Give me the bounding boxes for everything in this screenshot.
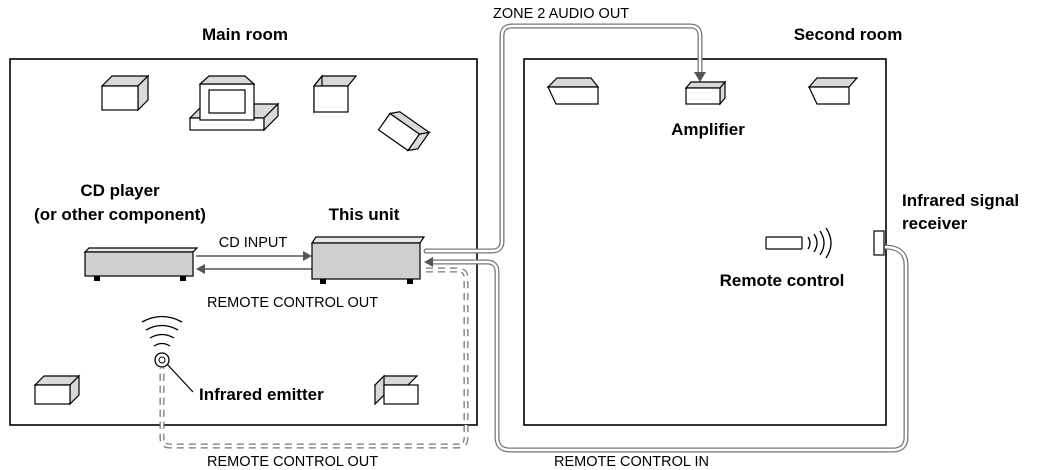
- amplifier-label: Amplifier: [671, 120, 745, 139]
- main-rear-left-speaker: [33, 374, 81, 406]
- main-subwoofer-speaker: [377, 111, 431, 152]
- main-rear-right-speaker: [373, 374, 419, 406]
- zone2-audio-cable: [423, 23, 706, 254]
- second-right-speaker: [807, 77, 859, 105]
- this-unit-icon: [310, 236, 426, 284]
- remote-control-out-bottom-label: REMOTE CONTROL OUT: [207, 454, 378, 470]
- tv-icon: [188, 75, 280, 132]
- remote-control-icon: [765, 227, 832, 259]
- cd-player-icon: [83, 247, 199, 281]
- zone2-audio-out-label: ZONE 2 AUDIO OUT: [493, 6, 629, 22]
- remote-control-in-label: REMOTE CONTROL IN: [554, 454, 709, 470]
- this-unit-label: This unit: [329, 205, 400, 224]
- remote-control-in-cable: [424, 244, 909, 453]
- infrared-emitter-label: Infrared emitter: [199, 385, 324, 404]
- remote-control-out-mid-label: REMOTE CONTROL OUT: [207, 295, 378, 311]
- remote-control-out-cable: [159, 267, 469, 449]
- remote-control-label: Remote control: [720, 271, 845, 290]
- amplifier-icon: [684, 80, 727, 106]
- second-left-speaker: [546, 77, 600, 105]
- infrared-receiver-label: Infrared signal: [902, 191, 1019, 210]
- cd-player-label: CD player: [80, 181, 160, 200]
- main-room-label: Main room: [202, 25, 288, 44]
- main-front-right-speaker: [312, 74, 358, 114]
- main-front-left-speaker: [100, 74, 150, 112]
- infrared-emitter-icon: [141, 315, 194, 393]
- infrared-receiver-sublabel: receiver: [902, 214, 968, 233]
- cd-player-sublabel: (or other component): [34, 205, 206, 224]
- cd-input-label: CD INPUT: [219, 235, 288, 251]
- second-room-label: Second room: [794, 25, 903, 44]
- cd-input-arrow: [196, 251, 312, 261]
- remote-out-arrow: [196, 264, 312, 274]
- infrared-receiver-icon: [873, 230, 885, 256]
- second-room-box: [523, 58, 887, 426]
